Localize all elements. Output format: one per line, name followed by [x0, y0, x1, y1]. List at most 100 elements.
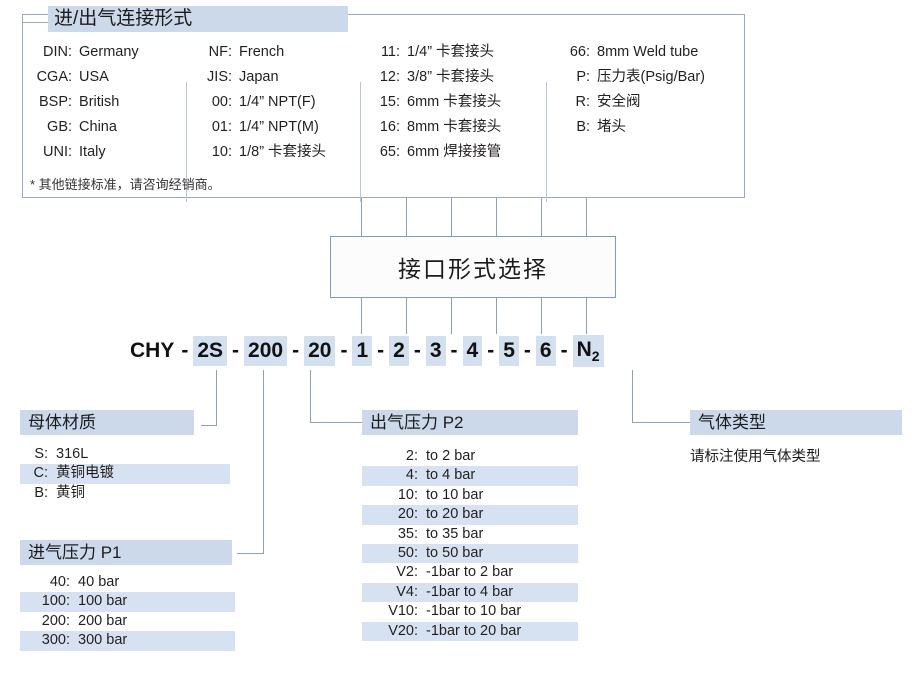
column-divider-3	[546, 82, 547, 202]
list-item: 11:1/4” 卡套接头	[374, 40, 549, 65]
list-item: B:黄铜	[20, 484, 230, 503]
list-item: C:黄铜电镀	[20, 464, 230, 484]
connection-box-bracket-vertical	[22, 22, 23, 198]
code-dash: -	[181, 339, 189, 362]
inlet-pressure-rows: 40:40 bar 100:100 bar 200:200 bar 300:30…	[20, 573, 235, 651]
code-dash: -	[450, 339, 458, 362]
code: NF	[208, 44, 228, 60]
code-dash: -	[413, 339, 421, 362]
desc: -1bar to 20 bar	[426, 622, 522, 639]
list-item: 200:200 bar	[20, 612, 235, 631]
gas-subscript: 2	[591, 348, 600, 365]
stem-below-1	[361, 298, 362, 334]
code-dash: -	[340, 339, 348, 362]
desc: Germany	[79, 44, 139, 60]
connection-type-box	[22, 14, 745, 198]
code-dash: -	[377, 339, 385, 362]
stem-below-6	[586, 298, 587, 334]
gas-type-title: 气体类型	[690, 410, 902, 435]
desc: 6mm 焊接接管	[407, 144, 502, 160]
list-item: UNI:Italy	[26, 140, 186, 165]
code-dash: -	[523, 339, 531, 362]
stem-above-5	[541, 198, 542, 236]
connection-box-bracket-horizontal	[22, 22, 50, 23]
desc: to 35 bar	[426, 525, 484, 542]
list-item: 10:1/8” 卡套接头	[198, 140, 378, 165]
code-segment-port-6[interactable]: 6	[535, 336, 556, 366]
code-segment-inlet-pressure[interactable]: 200	[244, 336, 288, 366]
desc: 压力表(Psig/Bar)	[597, 69, 705, 85]
code-dash: -	[232, 339, 240, 362]
stem-above-6	[586, 198, 587, 236]
code-dash: -	[560, 339, 568, 362]
code: 4	[405, 467, 414, 484]
list-item: DIN:Germany	[26, 40, 186, 65]
code: P	[576, 69, 586, 85]
desc: 1/4” 卡套接头	[407, 44, 495, 60]
code: 16	[379, 119, 396, 135]
body-material-rows: S:316L C:黄铜电镀 B:黄铜	[20, 445, 230, 503]
desc: 3/8” 卡套接头	[407, 69, 495, 85]
list-item: 65:6mm 焊接接管	[374, 140, 549, 165]
desc: 100 bar	[78, 593, 128, 610]
code: 12	[379, 69, 396, 85]
code: 10	[397, 486, 414, 503]
stem-below-3	[451, 298, 452, 334]
code: 11	[380, 44, 396, 60]
code: 200	[41, 612, 66, 629]
code-segment-port-1[interactable]: 1	[352, 336, 373, 366]
list-item: B:堵头	[562, 115, 742, 140]
stem-below-4	[496, 298, 497, 334]
stem-below-5	[541, 298, 542, 334]
desc: 6mm 卡套接头	[407, 94, 502, 110]
code: 40	[49, 574, 66, 590]
desc: 1/4” NPT(F)	[239, 94, 316, 110]
gas-symbol: N	[576, 337, 592, 361]
desc: 黄铜	[56, 484, 86, 501]
code-segment-material[interactable]: 2S	[193, 336, 228, 366]
desc: 8mm Weld tube	[597, 44, 699, 60]
desc: 堵头	[597, 119, 627, 135]
code-segment-gas-type[interactable]: N2	[572, 334, 604, 368]
list-item: 20:to 20 bar	[362, 505, 578, 525]
stem-below-2	[406, 298, 407, 334]
column-divider-1	[186, 82, 187, 202]
code: BSP	[38, 94, 68, 110]
list-item: 01:1/4” NPT(M)	[198, 115, 378, 140]
column-divider-2	[360, 82, 361, 202]
list-item: 16:8mm 卡套接头	[374, 115, 549, 140]
list-item: V20:-1bar to 20 bar	[362, 621, 578, 641]
desc: to 10 bar	[426, 486, 484, 503]
inlet-pressure-title: 进气压力 P1	[20, 540, 232, 565]
code-dash: -	[292, 339, 300, 362]
code: C	[33, 465, 44, 482]
list-item: 00:1/4” NPT(F)	[198, 90, 378, 115]
desc: 1/4” NPT(M)	[239, 119, 319, 135]
code: UNI	[43, 144, 68, 160]
code-segment-port-3[interactable]: 3	[425, 336, 446, 366]
code: V4	[396, 583, 414, 600]
code: B	[34, 484, 44, 501]
code-segment-port-4[interactable]: 4	[462, 336, 483, 366]
list-item: 10:to 10 bar	[362, 486, 578, 505]
code-segment-port-5[interactable]: 5	[499, 336, 519, 366]
code: V2	[396, 564, 414, 581]
code: 2	[405, 448, 414, 464]
desc: Japan	[239, 69, 279, 85]
desc: to 20 bar	[426, 506, 484, 523]
code-segment-port-2[interactable]: 2	[389, 336, 409, 366]
code: 100	[41, 593, 66, 610]
list-item: 2:to 2 bar	[362, 447, 578, 466]
desc: to 4 bar	[426, 467, 476, 484]
list-item: GB:China	[26, 115, 186, 140]
desc: 黄铜电镀	[56, 465, 115, 482]
list-item: 12:3/8” 卡套接头	[374, 65, 549, 90]
code: 50	[397, 544, 414, 561]
outlet-pressure-rows: 2:to 2 bar 4:to 4 bar 10:to 10 bar 20:to…	[362, 447, 578, 641]
code: DIN	[43, 44, 68, 60]
desc: 1/8” 卡套接头	[239, 144, 327, 160]
connection-column-standards: DIN:Germany CGA:USA BSP:British GB:China…	[26, 40, 186, 165]
code-segment-outlet-pressure[interactable]: 20	[304, 336, 336, 366]
connector-gas-horizontal	[632, 422, 690, 423]
list-item: V10:-1bar to 10 bar	[362, 602, 578, 621]
